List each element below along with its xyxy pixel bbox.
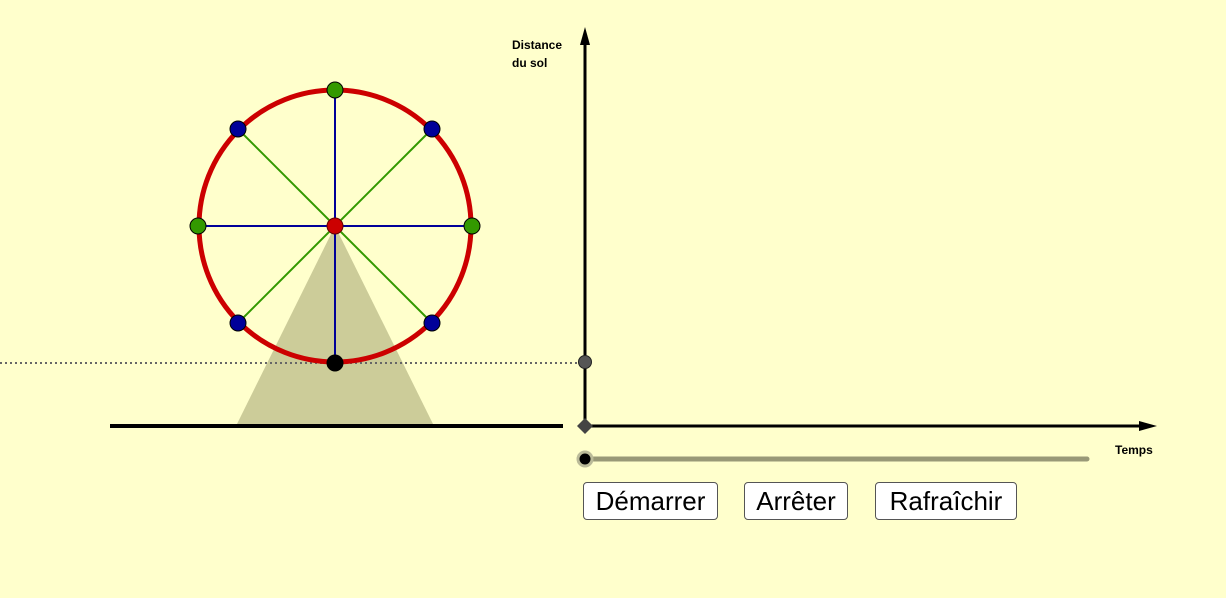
- cabin-right[interactable]: [463, 217, 481, 235]
- cabin-bottom-left[interactable]: [229, 314, 247, 332]
- cabin-top[interactable]: [326, 81, 344, 99]
- cabin-top-left[interactable]: [229, 120, 247, 138]
- refresh-button[interactable]: Rafraîchir: [875, 482, 1017, 520]
- stop-button[interactable]: Arrêter: [744, 482, 848, 520]
- diamond-icon: [577, 418, 593, 434]
- cabin-left[interactable]: [189, 217, 207, 235]
- height-point-marker[interactable]: [578, 355, 592, 369]
- start-button[interactable]: Démarrer: [583, 482, 718, 520]
- cabin-bottom-tracked[interactable]: [326, 354, 344, 372]
- y-axis-label-line1: Distance: [512, 38, 563, 52]
- cabin-top-right[interactable]: [423, 120, 441, 138]
- cabin-bottom-right[interactable]: [423, 314, 441, 332]
- wheel-hub[interactable]: [326, 217, 344, 235]
- x-axis-arrow-icon: [1139, 421, 1157, 431]
- time-slider-handle[interactable]: [576, 450, 594, 468]
- x-axis-label: Temps: [1115, 443, 1153, 457]
- y-axis-arrow-icon: [580, 27, 590, 45]
- y-axis-label-line2: du sol: [512, 56, 548, 70]
